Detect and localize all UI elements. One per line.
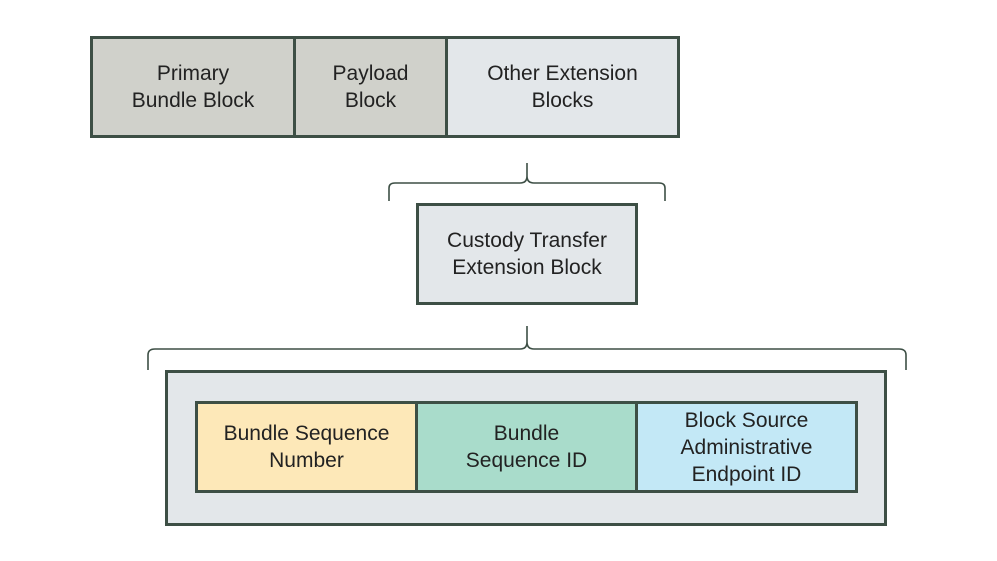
bundle-sequence-id-field: Bundle Sequence ID [415,401,638,493]
bundle-sequence-number-field: Bundle Sequence Number [195,401,418,493]
custody-transfer-extension-block-label: Custody Transfer Extension Block [447,229,607,279]
primary-bundle-block-label: Primary Bundle Block [131,62,255,112]
payload-block-label: Payload Block [332,62,409,112]
block-source-administrative-endpoint-id-label: Block Source Administrative Endpoint ID [680,408,813,486]
bundle-sequence-number-label: Bundle Sequence Number [223,422,390,472]
bundle-sequence-id-label: Bundle Sequence ID [465,422,588,472]
other-extension-blocks: Other Extension Blocks [445,36,680,138]
primary-bundle-block: Primary Bundle Block [90,36,296,138]
other-extension-blocks-label: Other Extension Blocks [487,62,638,112]
upper-brace [388,163,666,201]
custody-transfer-extension-block: Custody Transfer Extension Block [416,203,638,305]
block-source-administrative-endpoint-id-field: Block Source Administrative Endpoint ID [635,401,858,493]
lower-brace [147,326,907,370]
